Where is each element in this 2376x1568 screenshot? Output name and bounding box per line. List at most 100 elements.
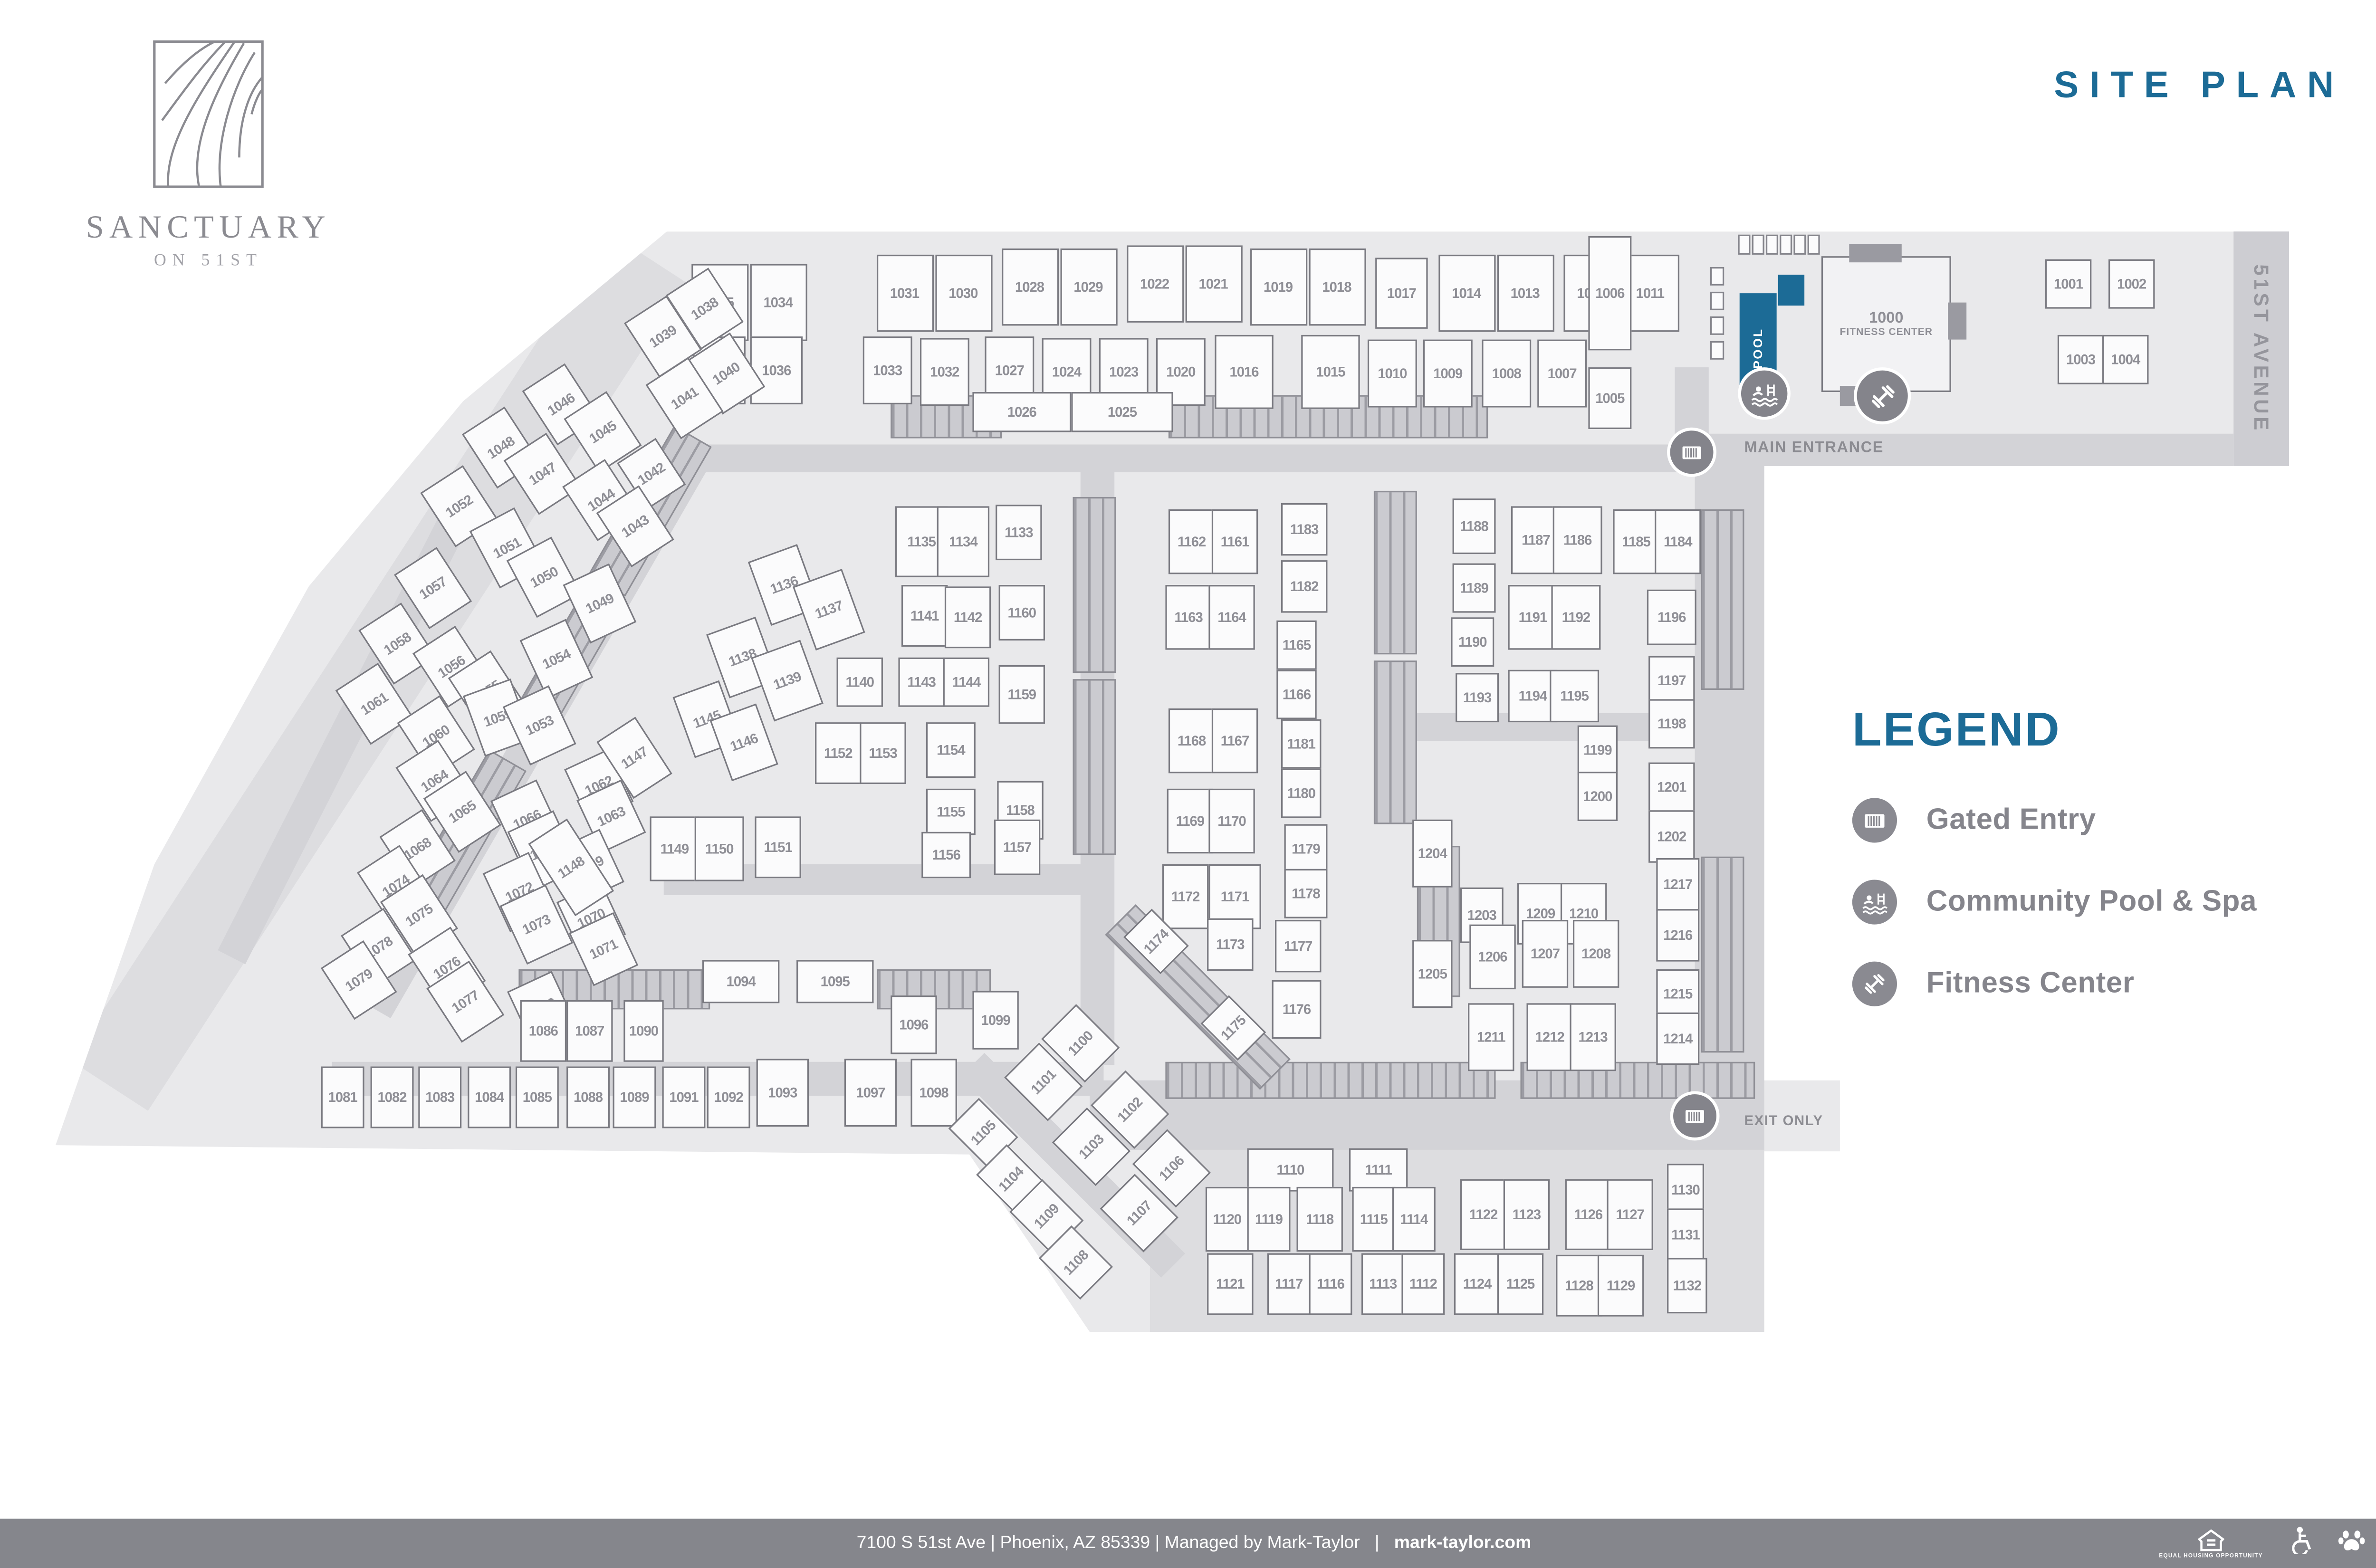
building-number: 1199 bbox=[1583, 742, 1612, 758]
building-number: 1016 bbox=[1229, 364, 1259, 380]
clubhouse-name: FITNESS CENTER bbox=[1839, 327, 1933, 338]
building-number: 1180 bbox=[1287, 785, 1316, 801]
building-1153: 1153 bbox=[860, 722, 906, 784]
building-number: 1208 bbox=[1581, 946, 1611, 962]
building-1118: 1118 bbox=[1296, 1186, 1343, 1252]
building-1184: 1184 bbox=[1655, 509, 1701, 574]
building-1165: 1165 bbox=[1276, 620, 1317, 670]
building-1124: 1124 bbox=[1454, 1253, 1501, 1315]
clubhouse-wing bbox=[1948, 302, 1967, 340]
building-number: 1001 bbox=[2053, 276, 2083, 292]
logo-subtitle: ON 51ST bbox=[154, 251, 263, 270]
parking-strip bbox=[1073, 679, 1116, 855]
building-number: 1105 bbox=[968, 1117, 999, 1148]
building-number: 1196 bbox=[1657, 610, 1686, 625]
building-1001: 1001 bbox=[2045, 259, 2092, 309]
building-number: 1095 bbox=[820, 974, 850, 990]
building-1025: 1025 bbox=[1071, 392, 1173, 432]
building-1111: 1111 bbox=[1349, 1148, 1408, 1192]
accessibility-icon bbox=[2288, 1526, 2312, 1561]
building-1199: 1199 bbox=[1577, 725, 1618, 775]
building-1113: 1113 bbox=[1361, 1253, 1405, 1315]
building-number: 1119 bbox=[1255, 1211, 1283, 1227]
building-1026: 1026 bbox=[972, 392, 1072, 432]
building-number: 1040 bbox=[709, 359, 742, 388]
building-1112: 1112 bbox=[1401, 1253, 1445, 1315]
building-number: 1172 bbox=[1171, 889, 1200, 905]
dumbbell-icon bbox=[1852, 961, 1897, 1006]
building-number: 1049 bbox=[582, 590, 615, 617]
building-number: 1168 bbox=[1177, 733, 1207, 749]
building-number: 1099 bbox=[981, 1012, 1010, 1028]
building-1152: 1152 bbox=[815, 722, 862, 784]
legend-label: Community Pool & Spa bbox=[1926, 885, 2257, 918]
pool-cabana bbox=[1752, 234, 1764, 255]
building-1093: 1093 bbox=[756, 1059, 809, 1127]
building-1087: 1087 bbox=[566, 1000, 613, 1062]
building-1123: 1123 bbox=[1503, 1179, 1550, 1251]
building-number: 1204 bbox=[1418, 846, 1447, 861]
building-number: 1063 bbox=[594, 803, 628, 830]
building-1155: 1155 bbox=[926, 788, 976, 835]
building-number: 1153 bbox=[869, 745, 898, 761]
building-number: 1170 bbox=[1217, 813, 1246, 829]
building-number: 1210 bbox=[1569, 906, 1599, 922]
footer-address: 7100 S 51st Ave | Phoenix, AZ 85339 | Ma… bbox=[856, 1534, 1360, 1553]
pool-icon bbox=[1852, 880, 1897, 925]
building-1018: 1018 bbox=[1308, 248, 1366, 326]
building-1084: 1084 bbox=[468, 1066, 511, 1128]
legend-label: Gated Entry bbox=[1926, 803, 2096, 836]
pool-cabana bbox=[1710, 341, 1725, 360]
building-number: 1173 bbox=[1216, 937, 1245, 953]
building-number: 1150 bbox=[705, 841, 734, 857]
building-number: 1029 bbox=[1073, 279, 1103, 295]
building-1189: 1189 bbox=[1452, 563, 1496, 613]
building-number: 1159 bbox=[1007, 687, 1037, 702]
clubhouse-number: 1000 bbox=[1869, 310, 1904, 327]
building-1215: 1215 bbox=[1656, 969, 1700, 1019]
clubhouse-wing bbox=[1849, 244, 1902, 263]
building-1005: 1005 bbox=[1588, 367, 1632, 429]
building-1159: 1159 bbox=[998, 665, 1045, 724]
building-number: 1077 bbox=[448, 987, 481, 1016]
building-number: 1182 bbox=[1290, 579, 1319, 594]
page-title: SITE PLAN bbox=[2054, 65, 2345, 107]
building-number: 1073 bbox=[519, 911, 552, 938]
street-label: 51ST AVENUE bbox=[2250, 264, 2273, 433]
building-1214: 1214 bbox=[1656, 1012, 1700, 1065]
building-number: 1144 bbox=[952, 674, 981, 690]
footer-website-link[interactable]: mark-taylor.com bbox=[1394, 1534, 1532, 1553]
building-1029: 1029 bbox=[1059, 248, 1117, 326]
building-1091: 1091 bbox=[662, 1066, 706, 1128]
building-number: 1092 bbox=[714, 1090, 744, 1105]
building-number: 1004 bbox=[2111, 352, 2140, 368]
building-number: 1160 bbox=[1007, 605, 1037, 621]
building-1127: 1127 bbox=[1607, 1179, 1653, 1251]
building-number: 1113 bbox=[1369, 1276, 1397, 1292]
building-number: 1175 bbox=[1217, 1012, 1249, 1043]
building-1216: 1216 bbox=[1656, 909, 1700, 962]
road bbox=[680, 444, 1764, 472]
footer-spacer bbox=[1380, 1534, 1389, 1553]
building-1082: 1082 bbox=[370, 1066, 414, 1128]
building-1019: 1019 bbox=[1249, 248, 1307, 326]
building-number: 1045 bbox=[585, 418, 619, 447]
footer-divider-glyph: | bbox=[1374, 1534, 1380, 1553]
building-1086: 1086 bbox=[520, 1000, 567, 1062]
building-number: 1183 bbox=[1290, 521, 1319, 537]
building-number: 1143 bbox=[907, 674, 936, 690]
building-1166: 1166 bbox=[1276, 669, 1317, 719]
building-1088: 1088 bbox=[566, 1066, 610, 1128]
building-number: 1112 bbox=[1409, 1276, 1437, 1292]
parking-strip bbox=[1373, 660, 1417, 824]
building-1083: 1083 bbox=[418, 1066, 462, 1128]
building-number: 1186 bbox=[1563, 532, 1592, 548]
building-number: 1171 bbox=[1220, 889, 1250, 905]
building-1125: 1125 bbox=[1497, 1253, 1544, 1315]
building-1031: 1031 bbox=[876, 254, 933, 332]
legend-item-gated-entry: Gated Entry bbox=[1852, 798, 2257, 843]
building-1143: 1143 bbox=[898, 657, 945, 707]
building-1129: 1129 bbox=[1597, 1254, 1644, 1317]
building-1202: 1202 bbox=[1648, 810, 1695, 863]
building-number: 1115 bbox=[1360, 1211, 1388, 1227]
